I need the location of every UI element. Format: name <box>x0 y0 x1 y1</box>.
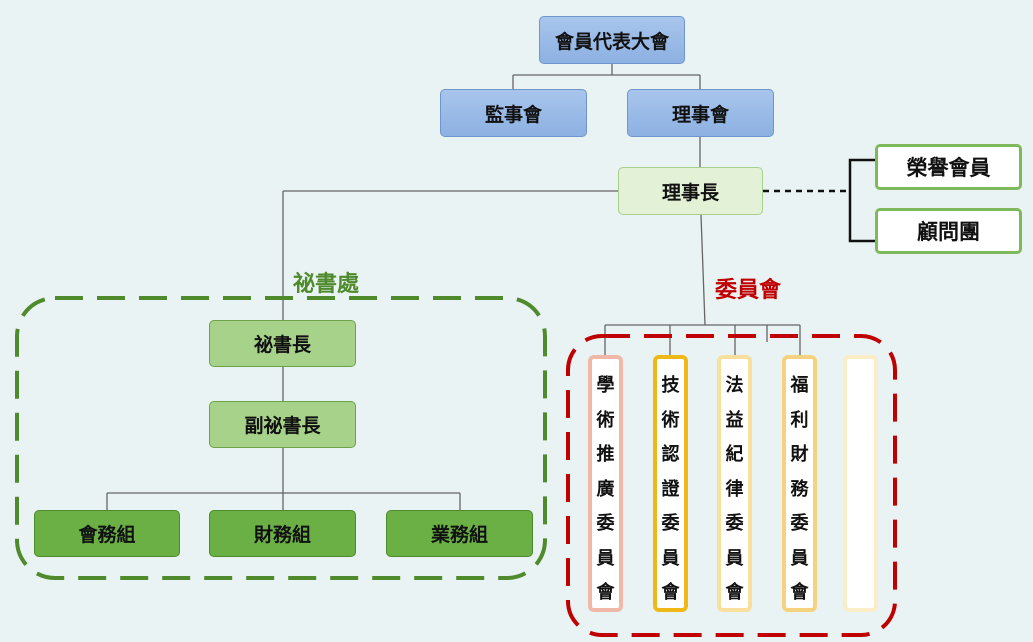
committees-label: 委員會 <box>715 278 782 303</box>
committee-column: 學術推廣委員會 <box>588 355 623 612</box>
general-assembly-node: 會員代表大會 <box>539 16 685 64</box>
secretariat-label: 祕書處 <box>293 272 360 297</box>
business-team-node: 業務組 <box>386 510 533 557</box>
membership-team-node: 會務組 <box>34 510 180 557</box>
chairman-node: 理事長 <box>618 167 763 215</box>
finance-team-node: 財務組 <box>209 510 356 557</box>
committee-column: 技術認證委員會 <box>653 355 688 612</box>
committee-column: 法益紀律委員會 <box>717 355 752 612</box>
supervisors-node: 監事會 <box>440 89 587 137</box>
committee-column <box>843 355 878 612</box>
committee-column: 福利財務委員會 <box>782 355 817 612</box>
directors-node: 理事會 <box>627 89 774 137</box>
advisory-group-node: 顧問團 <box>875 208 1022 254</box>
deputy-secretary-general-node: 副祕書長 <box>209 401 356 448</box>
honorary-members-node: 榮譽會員 <box>875 144 1022 190</box>
secretary-general-node: 祕書長 <box>209 320 356 367</box>
